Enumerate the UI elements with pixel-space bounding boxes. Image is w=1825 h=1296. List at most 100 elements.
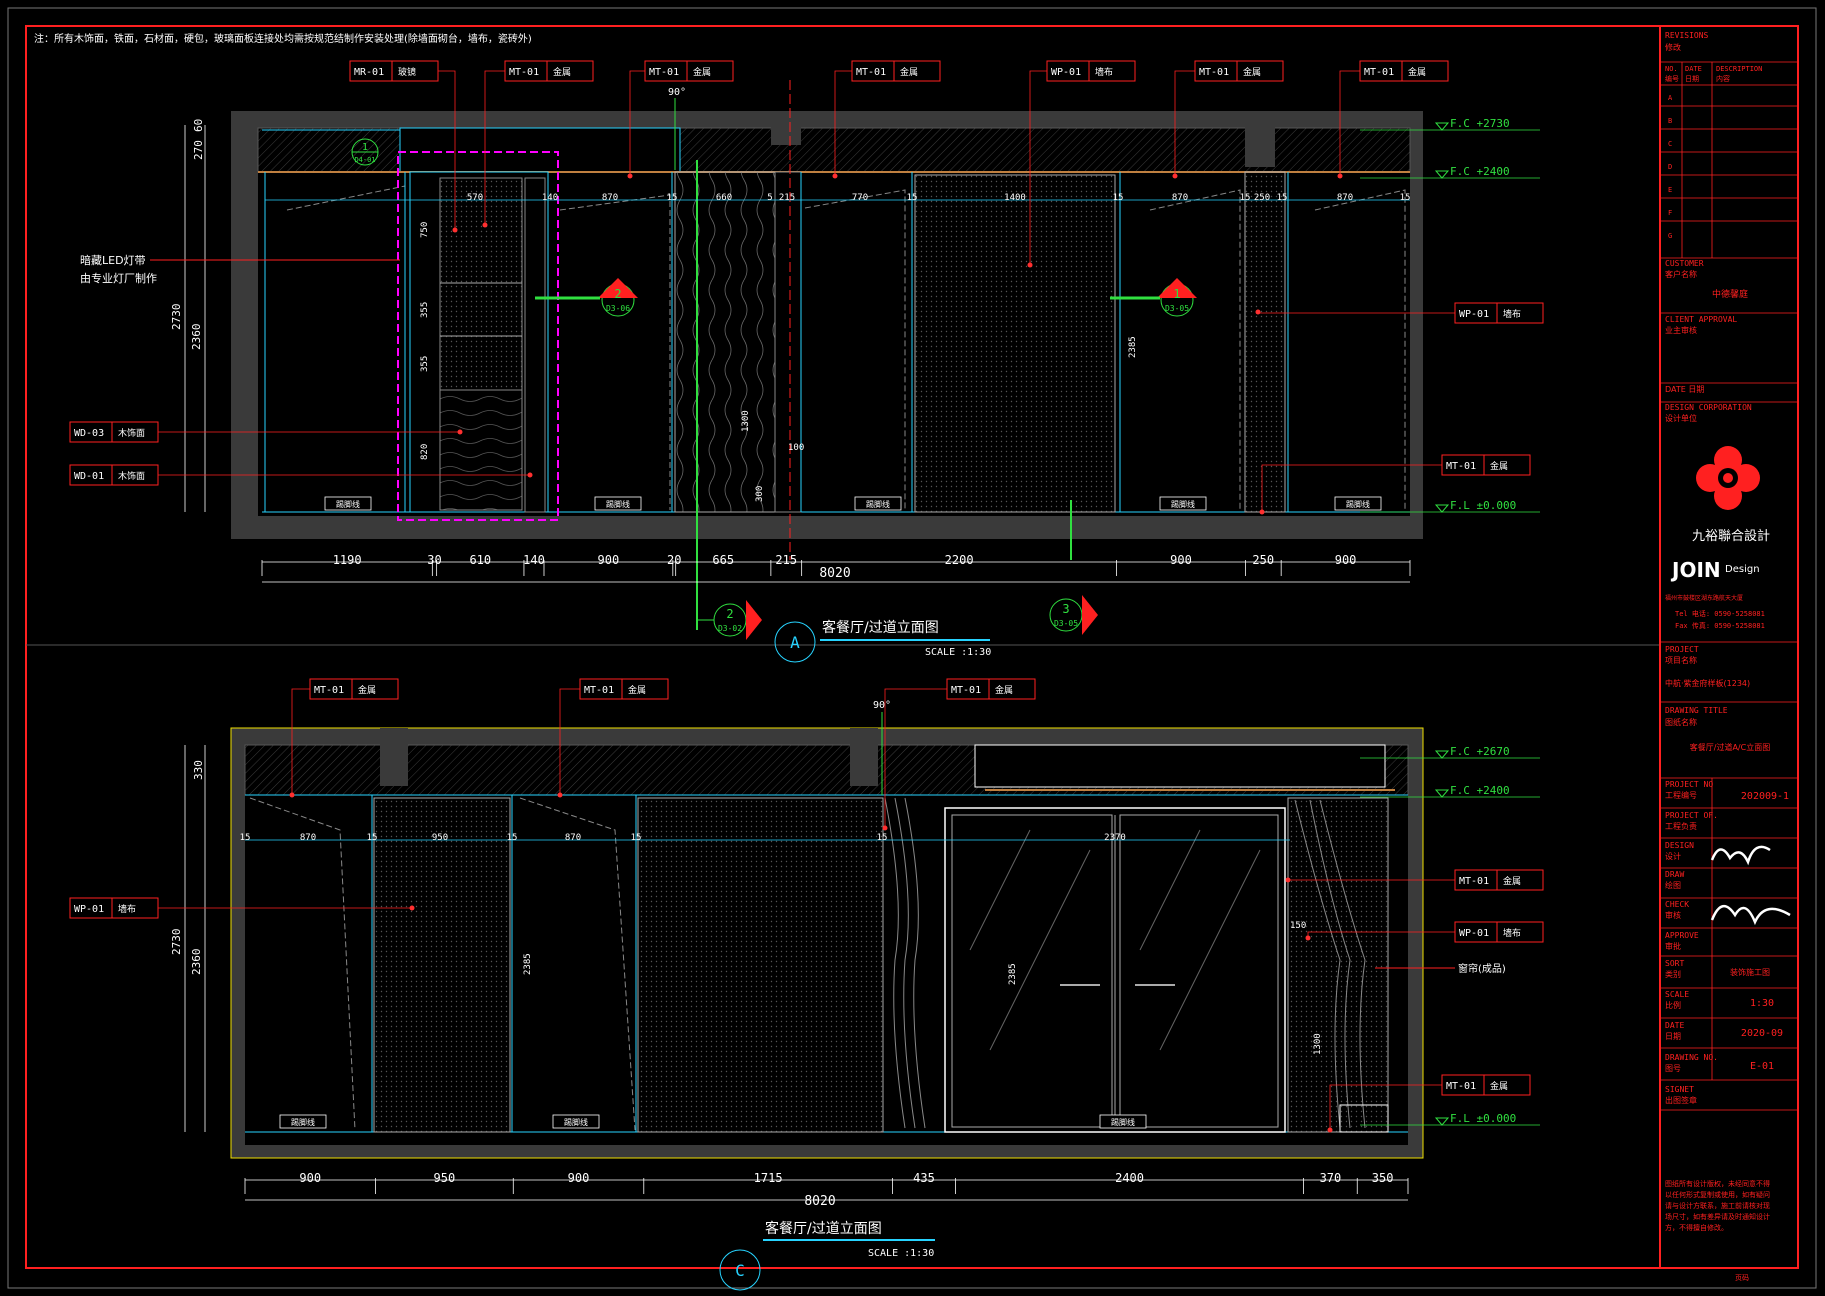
c-top-dim-7: 15 bbox=[877, 833, 888, 843]
a-inner-dim-2385: 2385 bbox=[1128, 336, 1138, 358]
led-note-2: 由专业灯厂制作 bbox=[80, 271, 157, 285]
elevation-a-title: 客餐厅/过道立面图 bbox=[822, 619, 939, 636]
tb-company-en: JOIN bbox=[1670, 558, 1721, 582]
tb-notes-line-2: 请与设计方联系，施工前请核对现 bbox=[1665, 1201, 1770, 1210]
tb-notes-line-1: 以任何形式复制或使用，如有疑问 bbox=[1665, 1190, 1770, 1199]
a-bottom-dim-11: 900 bbox=[1335, 553, 1357, 567]
a-panel-label-1: 踢脚线 bbox=[606, 499, 630, 509]
c-bottom-dim-1: 950 bbox=[434, 1171, 456, 1185]
svg-text:CUSTOMER: CUSTOMER bbox=[1665, 259, 1704, 268]
a-cab-dim-355b: 355 bbox=[420, 356, 430, 372]
a-top-dim-2: 870 bbox=[602, 193, 618, 203]
svg-text:设计: 设计 bbox=[1665, 851, 1681, 861]
c-bottom-dim-0: 900 bbox=[299, 1171, 321, 1185]
a-tag-8[interactable]: MT-01 金属 bbox=[1259, 454, 1531, 515]
tb-rev-row-4: E bbox=[1668, 186, 1672, 194]
svg-text:MT-01: MT-01 bbox=[1446, 461, 1476, 472]
svg-text:SCALE: SCALE bbox=[1665, 990, 1689, 999]
svg-text:金属: 金属 bbox=[995, 684, 1013, 696]
svg-text:金属: 金属 bbox=[358, 684, 376, 696]
c-top-dim-6: 15 bbox=[631, 833, 642, 843]
a-bottom-dim-9: 900 bbox=[1170, 553, 1192, 567]
svg-text:DATE: DATE bbox=[1685, 65, 1702, 73]
svg-text:DESIGN: DESIGN bbox=[1665, 841, 1694, 850]
svg-text:MT-01: MT-01 bbox=[1364, 67, 1394, 78]
c-top-dim-1: 870 bbox=[300, 833, 316, 843]
svg-text:MT-01: MT-01 bbox=[314, 685, 344, 696]
svg-text:出图签章: 出图签章 bbox=[1665, 1095, 1697, 1105]
svg-text:1: 1 bbox=[362, 142, 368, 153]
tb-rev-row-1: B bbox=[1668, 117, 1672, 125]
section-mark-1-d305[interactable]: 1 D3-05 bbox=[1110, 278, 1197, 317]
a-bottom-dim-0: 1190 bbox=[333, 553, 362, 567]
svg-text:DESCRIPTION: DESCRIPTION bbox=[1716, 65, 1762, 73]
section-mark-1-d401[interactable]: 1 D4-01 bbox=[351, 138, 379, 166]
a-top-dim-10: 15 bbox=[1113, 193, 1124, 203]
designer-signature bbox=[1710, 845, 1771, 866]
tb-rev-row-0: A bbox=[1668, 94, 1673, 102]
tb-rev-row-2: C bbox=[1668, 140, 1672, 148]
svg-text:日期: 日期 bbox=[1685, 75, 1699, 83]
a-left-dim-2730: 2730 bbox=[170, 304, 183, 331]
svg-text:日期: 日期 bbox=[1665, 1032, 1681, 1041]
a-top-dim-11: 870 bbox=[1172, 193, 1188, 203]
tb-rev-row-5: F bbox=[1668, 209, 1672, 217]
section-mark-2-d306[interactable]: 2 D3-06 bbox=[535, 278, 638, 317]
a-inner-dim-100: 100 bbox=[788, 443, 804, 453]
svg-text:PROJECT NO: PROJECT NO bbox=[1665, 780, 1713, 789]
a-top-dim-13: 250 bbox=[1254, 193, 1270, 203]
general-note: 注：所有木饰面，铁面，石材面，硬包，玻璃面板连接处均需按规范结制作安装处理(除墙… bbox=[34, 32, 532, 45]
svg-text:D3-06: D3-06 bbox=[606, 304, 630, 313]
tb-notes-line-3: 场尺寸，如有差异请及时通知设计 bbox=[1665, 1212, 1770, 1221]
led-note: 暗藏LED灯带 bbox=[80, 253, 146, 267]
a-left-dim-2360: 2360 bbox=[190, 324, 203, 351]
elevation-c-scale: SCALE :1:30 bbox=[868, 1248, 934, 1259]
svg-text:MT-01: MT-01 bbox=[509, 67, 539, 78]
a-top-dim-16: 15 bbox=[1400, 193, 1411, 203]
wood-panel bbox=[674, 171, 776, 513]
c-panel-label-1: 踢脚线 bbox=[564, 1117, 588, 1127]
c-tag-0[interactable]: MT-01 金属 bbox=[289, 678, 399, 798]
section-mark-2-d302[interactable]: 2 D3-02 bbox=[697, 600, 762, 640]
checker-signature bbox=[1710, 905, 1791, 926]
section-mark-3-d305[interactable]: 3 D3-05 bbox=[1049, 595, 1098, 635]
svg-text:金属: 金属 bbox=[1490, 460, 1508, 472]
a-top-dim-8: 15 bbox=[907, 193, 918, 203]
tb-rev-row-6: G bbox=[1668, 232, 1672, 240]
c-top-dim-5: 870 bbox=[565, 833, 581, 843]
a-bottom-dim-4: 900 bbox=[598, 553, 620, 567]
c-bottom-dim-4: 435 bbox=[913, 1171, 935, 1185]
a-cab-dim-820: 820 bbox=[420, 444, 430, 460]
tb-customer-value: 中德馨庭 bbox=[1712, 288, 1748, 300]
c-wallpaper-1 bbox=[373, 797, 511, 1133]
svg-text:金属: 金属 bbox=[693, 66, 711, 78]
svg-text:类别: 类别 bbox=[1665, 969, 1681, 979]
a-bottom-dim-10: 250 bbox=[1252, 553, 1274, 567]
a-top-dim-14: 15 bbox=[1277, 193, 1288, 203]
svg-text:C: C bbox=[735, 1261, 745, 1280]
a-bottom-dim-8: 2200 bbox=[945, 553, 974, 567]
svg-text:WP-01: WP-01 bbox=[74, 904, 104, 915]
svg-text:CHECK: CHECK bbox=[1665, 900, 1689, 909]
glass-door bbox=[944, 807, 1286, 1133]
a-left-dim-270: 270 bbox=[192, 140, 205, 160]
title-block: REVISIONS 修改 NO. DATE DESCRIPTION 编号 日期 … bbox=[1659, 25, 1799, 1282]
svg-text:Tel 电话: 0590-5258081: Tel 电话: 0590-5258081 bbox=[1675, 609, 1765, 618]
